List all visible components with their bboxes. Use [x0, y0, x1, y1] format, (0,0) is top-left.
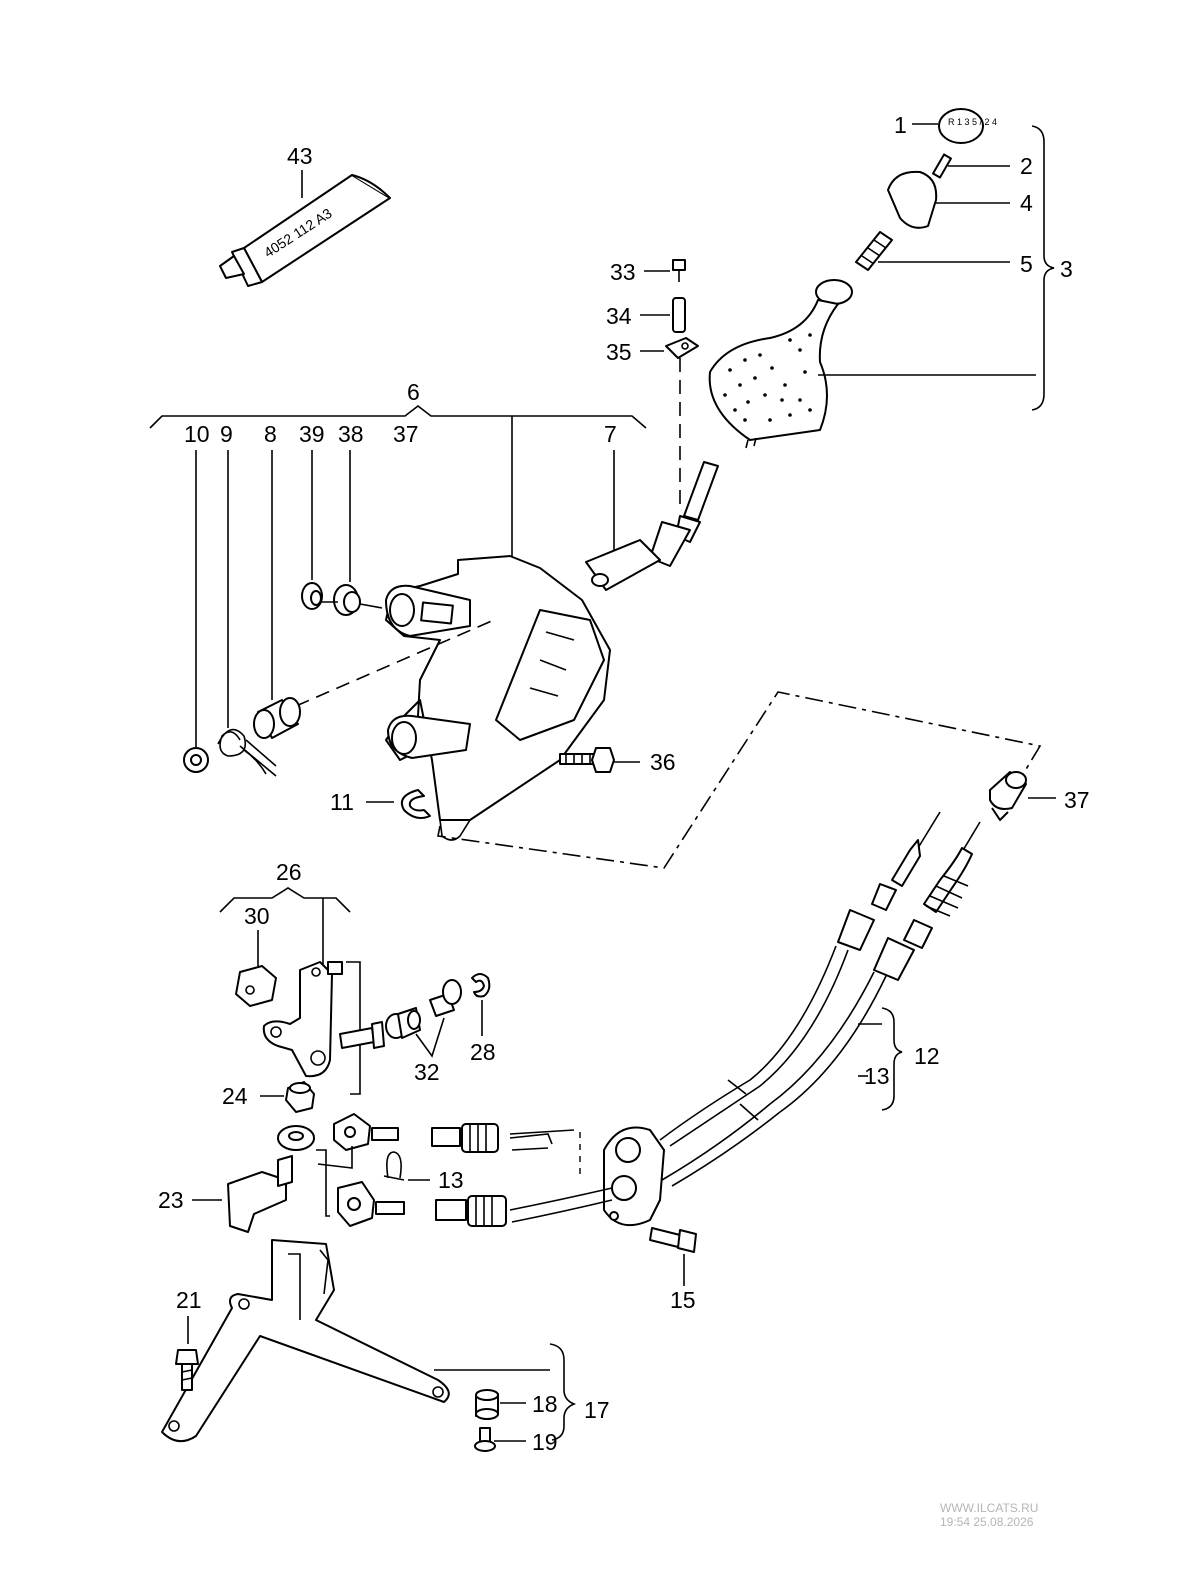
callout-34: 34 — [606, 303, 632, 329]
callout-3: 3 — [1060, 256, 1073, 282]
part-9-spring[interactable] — [217, 728, 277, 777]
part-13-clip[interactable] — [383, 1151, 405, 1181]
callout-37-top: 37 — [393, 421, 419, 447]
part-38-bushing[interactable] — [333, 584, 361, 616]
part-17-support-bracket[interactable] — [161, 1239, 450, 1443]
callout-23: 23 — [158, 1187, 184, 1213]
part-28-clip[interactable] — [471, 973, 491, 998]
callout-28: 28 — [470, 1039, 496, 1065]
callout-33: 33 — [610, 259, 636, 285]
part-39-washer[interactable] — [301, 582, 323, 610]
part-21-bolt[interactable] — [175, 1349, 199, 1391]
part-23-mount-block[interactable] — [227, 1155, 293, 1233]
part-35-plate[interactable] — [665, 337, 699, 359]
callout-8: 8 — [264, 421, 277, 447]
callout-35: 35 — [606, 339, 632, 365]
callout-12: 12 — [914, 1043, 940, 1069]
shift-boot[interactable] — [708, 279, 853, 449]
callout-39: 39 — [299, 421, 325, 447]
part-30-nut-block[interactable] — [235, 965, 277, 1007]
callout-13-cable: 13 — [864, 1063, 890, 1089]
pivot-pin[interactable] — [339, 1021, 385, 1049]
part-1-knob-insert[interactable]: R 1 3 5 / 2 4 — [938, 108, 997, 144]
callout-2: 2 — [1020, 153, 1033, 179]
part-4-knob[interactable] — [887, 170, 938, 229]
part-11-circlip[interactable] — [400, 789, 431, 819]
callout-32: 32 — [414, 1059, 440, 1085]
callout-18: 18 — [532, 1391, 558, 1417]
part-34-sleeve[interactable] — [672, 297, 686, 333]
callout-9: 9 — [220, 421, 233, 447]
knob-text: R 1 3 5 / 2 4 — [948, 117, 997, 127]
callout-17: 17 — [584, 1397, 610, 1423]
part-19-pin[interactable] — [474, 1427, 496, 1452]
part-32-bushings[interactable] — [385, 979, 462, 1039]
part-18-grommet[interactable] — [475, 1389, 499, 1420]
callout-11: 11 — [330, 789, 354, 815]
callout-21: 21 — [176, 1287, 202, 1313]
callout-6: 6 — [407, 379, 420, 405]
part-2-screw[interactable] — [932, 153, 952, 179]
part-5-spring[interactable] — [855, 231, 893, 271]
part-12-13-shift-cables[interactable] — [509, 811, 981, 1227]
callout-4: 4 — [1020, 190, 1033, 216]
washer[interactable] — [277, 1125, 315, 1151]
watermark-timestamp: 19:54 25.08.2026 — [940, 1515, 1034, 1529]
callout-30: 30 — [244, 903, 270, 929]
callout-26: 26 — [276, 859, 302, 885]
part-10-clip[interactable] — [183, 747, 209, 773]
shift-lever[interactable] — [585, 461, 719, 591]
callout-13-clip: 13 — [438, 1167, 464, 1193]
callout-36: 36 — [650, 749, 676, 775]
callout-37-right: 37 — [1064, 787, 1090, 813]
callout-24: 24 — [222, 1083, 248, 1109]
callout-10: 10 — [184, 421, 210, 447]
part-43-grease-tube[interactable]: 4052 112 A3 — [219, 174, 391, 287]
callout-19: 19 — [532, 1429, 558, 1455]
cable-end-fitting-lower[interactable] — [337, 1181, 507, 1227]
callout-15: 15 — [670, 1287, 696, 1313]
callout-7: 7 — [604, 421, 617, 447]
part-37-cable-end[interactable] — [989, 771, 1027, 821]
callout-5: 5 — [1020, 251, 1033, 277]
part-8-bushing[interactable] — [253, 697, 301, 739]
callout-1: 1 — [894, 112, 907, 138]
part-15-bolt[interactable] — [649, 1227, 697, 1253]
watermark-site: WWW.ILCATS.RU — [940, 1501, 1038, 1515]
part-26-bracket-plate[interactable] — [262, 961, 343, 1078]
callout-38: 38 — [338, 421, 364, 447]
part-36-bolt[interactable] — [559, 747, 615, 773]
callout-43: 43 — [287, 143, 313, 169]
cable-end-fitting-upper[interactable] — [333, 1113, 499, 1153]
part-24-nut[interactable] — [285, 1081, 315, 1113]
part-33-bolt[interactable] — [672, 259, 686, 282]
part-6-shift-housing[interactable] — [385, 555, 611, 841]
boot-dot-texture — [723, 333, 812, 422]
